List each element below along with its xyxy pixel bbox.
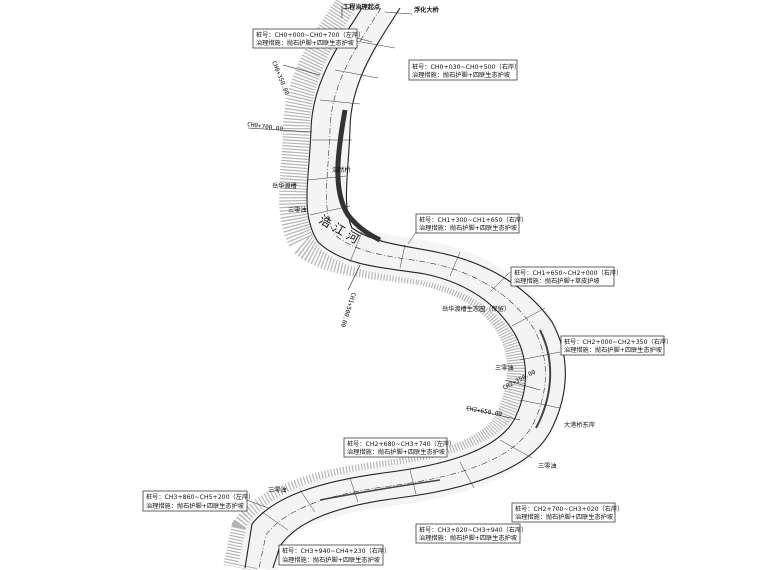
start-label: 工程治理起点	[343, 3, 381, 11]
svg-text:桩号：CH1+300~CH1+650（右岸）: 桩号：CH1+300~CH1+650（右岸）	[419, 216, 527, 224]
svg-text:CH1+500.00: CH1+500.00	[339, 291, 357, 328]
svg-text:治理措施：抛石护脚+四联生态护坡: 治理措施：抛石护脚+四联生态护坡	[256, 39, 354, 47]
callout-c1: 桩号：CH0+000~CH0+700（左岸） 治理措施：抛石护脚+四联生态护坡	[252, 28, 373, 49]
callout-c5: 桩号：CH2+000~CH2+350（右岸） 治理措施：抛石护脚+四联生态护坡	[560, 335, 672, 356]
svg-text:桩号：CH0+000~CH0+700（左岸）: 桩号：CH0+000~CH0+700（左岸）	[256, 31, 364, 39]
svg-text:桩号：CH1+650~CH2+000（右岸）: 桩号：CH1+650~CH2+000（右岸）	[514, 269, 622, 277]
svg-text:桩号：CH2+000~CH2+350（右岸）: 桩号：CH2+000~CH2+350（右岸）	[564, 338, 672, 346]
section-ticks	[261, 39, 561, 531]
svg-text:CH0+350.00: CH0+350.00	[270, 60, 290, 96]
embankment-dark-3	[319, 479, 441, 501]
callout-c6: 桩号：CH2+680~CH3+740（左岸） 治理措施：抛石护脚+四联生态护坡	[343, 437, 455, 458]
svg-text:治理措施：抛石护脚+四联生态护坡: 治理措施：抛石护脚+四联生态护坡	[282, 556, 380, 564]
place-label-1: 岳华渡槽	[272, 182, 297, 190]
svg-text:桩号：CH0+030~CH0+500（右岸）: 桩号：CH0+030~CH0+500（右岸）	[412, 63, 520, 71]
callout-c3: 桩号：CH1+300~CH1+650（右岸） 治理措施：抛石护脚+四联生态护坡	[407, 213, 527, 245]
embankment-dark-2	[535, 329, 552, 429]
svg-text:CH0+700.00: CH0+700.00	[247, 121, 284, 133]
river-edge-right	[272, 7, 566, 569]
svg-text:治理措施：抛石护脚+草皮护坡: 治理措施：抛石护脚+草皮护坡	[514, 277, 600, 285]
callout-c2: 桩号：CH0+030~CH0+500（右岸） 治理措施：抛石护脚+四联生态护坡	[408, 59, 520, 81]
callout-c8: 桩号：CH2+700~CH3+020（右岸） 治理措施：抛石护脚+四联生态护坡	[511, 502, 623, 523]
svg-text:桩号：CH3+020~CH3+940（右岸）: 桩号：CH3+020~CH3+940（右岸）	[419, 526, 527, 534]
place-label-9: 三零油	[268, 486, 287, 494]
svg-text:桩号：CH3+860~CH5+200（左岸）: 桩号：CH3+860~CH5+200（左岸）	[146, 493, 254, 501]
svg-text:桩号：CH2+680~CH3+740（左岸）: 桩号：CH2+680~CH3+740（左岸）	[347, 440, 455, 448]
place-label-2: 三零油	[288, 206, 307, 214]
top-start-marker: 工程治理起点 浮化大桥	[341, 3, 440, 18]
left-bank-hatch	[223, 0, 542, 570]
svg-text:治理措施：抛石护脚+四联生态护坡: 治理措施：抛石护脚+四联生态护坡	[419, 224, 517, 232]
callout-c9: 桩号：CH3+020~CH3+940（右岸） 治理措施：抛石护脚+四联生态护坡	[415, 523, 527, 544]
callout-c4: 桩号：CH1+650~CH2+000（右岸） 治理措施：抛石护脚+草皮护坡	[510, 266, 622, 287]
bridge-label: 浮化大桥	[414, 6, 440, 14]
chainage-ch0-350: CH0+350.00	[270, 60, 321, 97]
place-label-6: 三零油	[495, 364, 514, 372]
embankment-dark	[335, 109, 382, 243]
place-label-7: 大港桥东岸	[564, 421, 595, 429]
svg-text:治理措施：抛石护脚+四联生态护坡: 治理措施：抛石护脚+四联生态护坡	[419, 534, 517, 542]
river-channel	[238, 0, 566, 570]
svg-text:治理措施：抛石护脚+四联生态护坡: 治理措施：抛石护脚+四联生态护坡	[564, 346, 662, 354]
callout-c10: 桩号：CH3+940~CH4+230（右岸） 治理措施：抛石护脚+四联生态护坡	[278, 544, 390, 566]
place-label-8: 三零油	[538, 462, 557, 470]
place-label-3: 浩然桥	[332, 166, 351, 174]
svg-text:桩号：CH2+700~CH3+020（右岸）: 桩号：CH2+700~CH3+020（右岸）	[515, 505, 623, 513]
svg-text:治理措施：抛石护脚+四联生态护坡: 治理措施：抛石护脚+四联生态护坡	[515, 513, 613, 521]
callout-c7: 桩号：CH3+860~CH5+200（左岸） 治理措施：抛石护脚+四联生态护坡	[142, 490, 269, 512]
svg-text:CH2+650.00: CH2+650.00	[466, 405, 503, 418]
place-label-5: 岳华渡槽生态园（保留）	[442, 305, 510, 313]
svg-text:桩号：CH3+940~CH4+230（右岸）: 桩号：CH3+940~CH4+230（右岸）	[282, 547, 390, 555]
svg-text:治理措施：抛石护脚+四联生态护坡: 治理措施：抛石护脚+四联生态护坡	[146, 502, 244, 510]
river-edge-left	[244, 7, 527, 569]
svg-text:治理措施：抛石护脚+四联生态护坡: 治理措施：抛石护脚+四联生态护坡	[347, 448, 445, 456]
svg-text:治理措施：抛石护脚+四联生态护坡: 治理措施：抛石护脚+四联生态护坡	[412, 71, 510, 79]
